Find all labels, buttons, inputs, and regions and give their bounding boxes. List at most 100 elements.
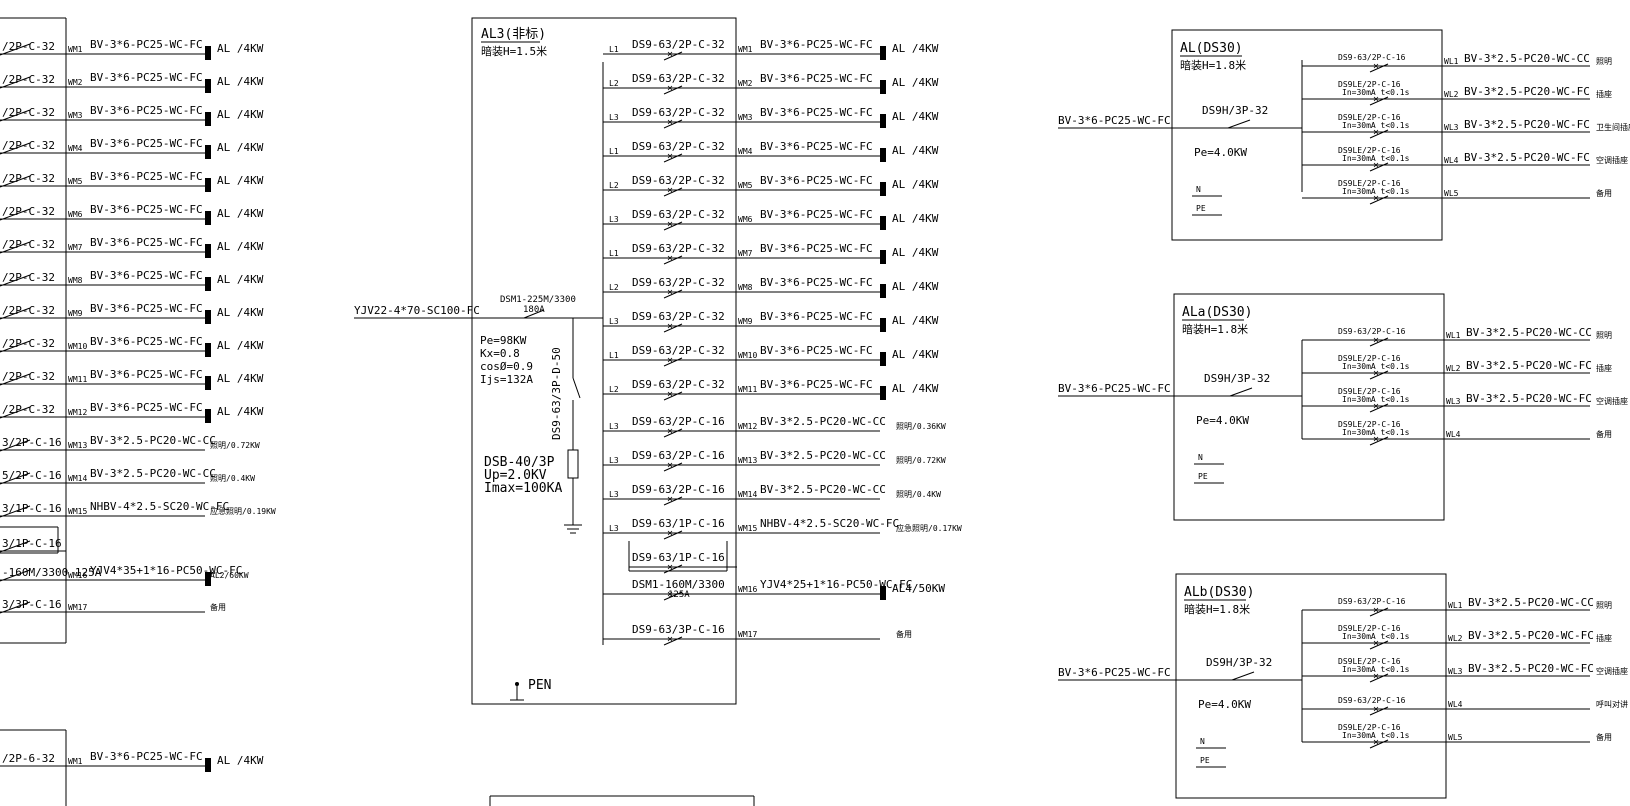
al3-row-phase: L3 [609, 524, 619, 533]
al3-row-load: 照明/0.4KW [896, 490, 941, 499]
left-row-switch [0, 540, 31, 553]
breaker-cross [667, 289, 673, 295]
al3-row-cable: NHBV-4*2.5-SC20-WC-FC [760, 517, 899, 530]
al3-row-breaker: DS9-63/2P-C-32 [632, 140, 725, 153]
left-row-load: 应急照明/0.19KW [210, 506, 276, 516]
box-row-circuit: WL3 [1444, 123, 1459, 132]
left-row-cable: BV-3*6-PC25-WC-FC [90, 137, 203, 150]
breaker-cross [667, 357, 673, 363]
left-row-circuit: WM9 [68, 309, 83, 318]
left-row-load-block [205, 277, 211, 291]
box-subtitle: 暗装H=1.8米 [1182, 322, 1248, 336]
al3-row-load-block [880, 80, 886, 94]
al3-row-phase: L1 [609, 45, 619, 54]
al3-row-phase: L3 [609, 490, 619, 499]
box-pe: Pe=4.0KW [1194, 146, 1247, 159]
box-row-rcd: In=30mA t<0.1s [1342, 187, 1410, 196]
left-row-switch [0, 406, 31, 419]
left-row-switch [0, 142, 31, 155]
al3-main-switch [523, 309, 545, 319]
box-row-cable: BV-3*2.5-PC20-WC-CC [1468, 596, 1594, 609]
left-row-load: AL /4KW [217, 207, 264, 220]
left-bottom-load-block [205, 758, 211, 772]
al3-row-load: 应急照明/0.17KW [896, 523, 962, 533]
left-row-load-block [205, 112, 211, 126]
al3-row-switch [663, 636, 683, 646]
left-row-circuit: WM2 [68, 78, 83, 87]
al3-row-load: AL /4KW [892, 382, 939, 395]
al3-distribution-board: AL3(非标)暗装H=1.5米YJV22-4*70-SC100-FCDSM1-2… [354, 17, 962, 806]
left-row-switch [0, 373, 31, 386]
al3-row-circuit: WM16 [738, 585, 757, 594]
left-row-load-block [205, 46, 211, 60]
box-pe-label: PE [1200, 756, 1210, 765]
left-row-load-block [205, 343, 211, 357]
breaker-cross [667, 391, 673, 397]
box-row-breaker: DS9LE/2P-C-16 [1338, 80, 1401, 89]
box-row-load: 照明 [1596, 601, 1612, 610]
breaker-cross [667, 255, 673, 261]
left-row-cable: YJV4*35+1*16-PC50-WC-FC [90, 564, 242, 577]
al3-row-circuit: WM10 [738, 351, 757, 360]
box-pe: Pe=4.0KW [1198, 698, 1251, 711]
al3-row-circuit: WM13 [738, 456, 757, 465]
al3-subtitle: 暗装H=1.5米 [481, 44, 547, 58]
al3-row-load-block [880, 284, 886, 298]
box-row-cable: BV-3*2.5-PC20-WC-FC [1464, 118, 1590, 131]
box-row-circuit: WL4 [1448, 700, 1463, 709]
breaker-cross [1373, 673, 1379, 679]
al3-row-switch [663, 391, 683, 401]
box-row-cable: BV-3*2.5-PC20-WC-FC [1466, 359, 1592, 372]
al3-row-phase: L1 [609, 351, 619, 360]
left-bottom-cable: BV-3*6-PC25-WC-FC [90, 750, 203, 763]
al3-row-switch [663, 221, 683, 231]
box-row-load: 空调插座 [1596, 396, 1628, 406]
left-row-cable: BV-3*6-PC25-WC-FC [90, 203, 203, 216]
left-row-load-block [205, 178, 211, 192]
al3-row-load: AL /4KW [892, 280, 939, 293]
al3-row-breaker: DS9-63/2P-C-32 [632, 208, 725, 221]
left-row-load-block [205, 244, 211, 258]
al3-row-switch [663, 187, 683, 197]
al3-row-switch [663, 428, 683, 438]
al3-row-breaker: DS9-63/2P-C-32 [632, 38, 725, 51]
al3-row-circuit: WM5 [738, 181, 753, 190]
al3-spd-box [567, 449, 579, 479]
al3-row-load: AL /4KW [892, 246, 939, 259]
al3-row-breaker: DS9-63/2P-C-16 [632, 415, 725, 428]
al3-main-breaker: DSM1-225M/3300 [500, 295, 576, 305]
al3-row-load-block [880, 352, 886, 366]
left-row-breaker: 3/1P-C-16 [2, 502, 62, 515]
box-row-cable: BV-3*2.5-PC20-WC-CC [1466, 326, 1592, 339]
left-row-switch [0, 569, 31, 582]
left-row-cable: BV-3*6-PC25-WC-FC [90, 368, 203, 381]
box-row-breaker: DS9-63/2P-C-16 [1338, 53, 1406, 62]
al3-row-breaker: DS9-63/1P-C-16 [632, 517, 725, 530]
al3-row-phase: L2 [609, 283, 619, 292]
al3-row-breaker: DS9-63/2P-C-16 [632, 483, 725, 496]
box-row-breaker: DS9LE/2P-C-16 [1338, 624, 1401, 633]
al3-row-switch [663, 289, 683, 299]
box-frame [1175, 573, 1447, 799]
box-row-switch [1369, 706, 1389, 716]
left-row-load: AL /4KW [217, 306, 264, 319]
al3-row-circuit: WM3 [738, 113, 753, 122]
al3-row-load: AL /4KW [892, 314, 939, 327]
breaker-cross [1373, 63, 1379, 69]
box-title: ALa(DS30) [1182, 305, 1252, 320]
al3-row-circuit: WM1 [738, 45, 753, 54]
al3-row-circuit: WM8 [738, 283, 753, 292]
left-row-cable: BV-3*6-PC25-WC-FC [90, 269, 203, 282]
left-row-load-block [205, 310, 211, 324]
left-row-cable: BV-3*6-PC25-WC-FC [90, 170, 203, 183]
box-row-rcd: In=30mA t<0.1s [1342, 731, 1410, 740]
box-row-load: 呼叫对讲 [1596, 699, 1628, 709]
al3-row-cable: BV-3*6-PC25-WC-FC [760, 72, 873, 85]
al3-row-load: AL /4KW [892, 144, 939, 157]
al3-row-breaker: DS9-63/2P-C-32 [632, 276, 725, 289]
al3-row-cable: BV-3*2.5-PC20-WC-CC [760, 449, 886, 462]
box-row-switch [1369, 436, 1389, 446]
al3-row-circuit: WM7 [738, 249, 753, 258]
box-row-cable: BV-3*2.5-PC20-WC-CC [1464, 52, 1590, 65]
left-row-circuit: WM12 [68, 408, 87, 417]
